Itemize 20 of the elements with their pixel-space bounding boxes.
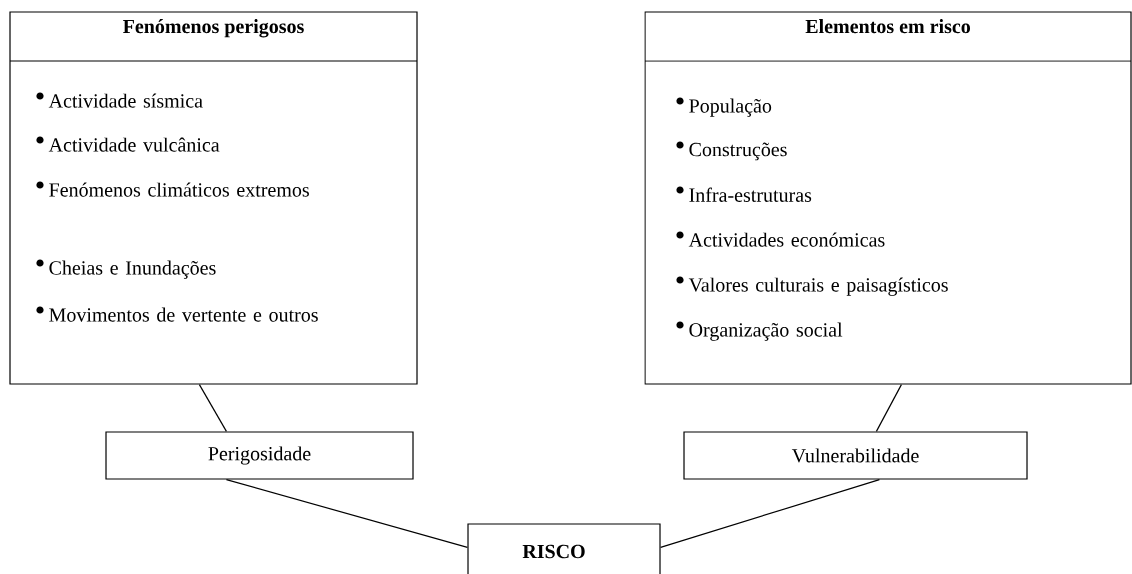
heading: Elementos em risco: [805, 19, 970, 34]
result-box: RISCO: [467, 523, 661, 574]
list-item: Construções: [689, 142, 787, 161]
list-item: Actividade vulcânica: [48, 137, 220, 152]
label-box: Vulnerabilidade: [683, 431, 1028, 480]
list-item: Cheias e Inundações: [49, 260, 216, 279]
connector-line: [660, 479, 880, 548]
connector-line: [875, 384, 902, 432]
connector-line: [198, 384, 227, 432]
heading: Fenómenos perigosos: [123, 19, 304, 38]
list-item: Infra-estruturas: [689, 187, 812, 202]
list-item: Actividades económicas: [688, 232, 885, 247]
list-item: População: [689, 98, 772, 117]
list-item: Actividade sísmica: [48, 93, 203, 108]
list-item: Organização social: [689, 322, 843, 341]
list-item: Movimentos de vertente e outros: [49, 307, 318, 322]
list-item: Fenómenos climáticos extremos: [49, 182, 309, 197]
list-item: Valores culturais e paisagísticos: [688, 277, 948, 296]
connector-line: [225, 479, 468, 548]
label-box: Perigosidade: [105, 431, 414, 480]
